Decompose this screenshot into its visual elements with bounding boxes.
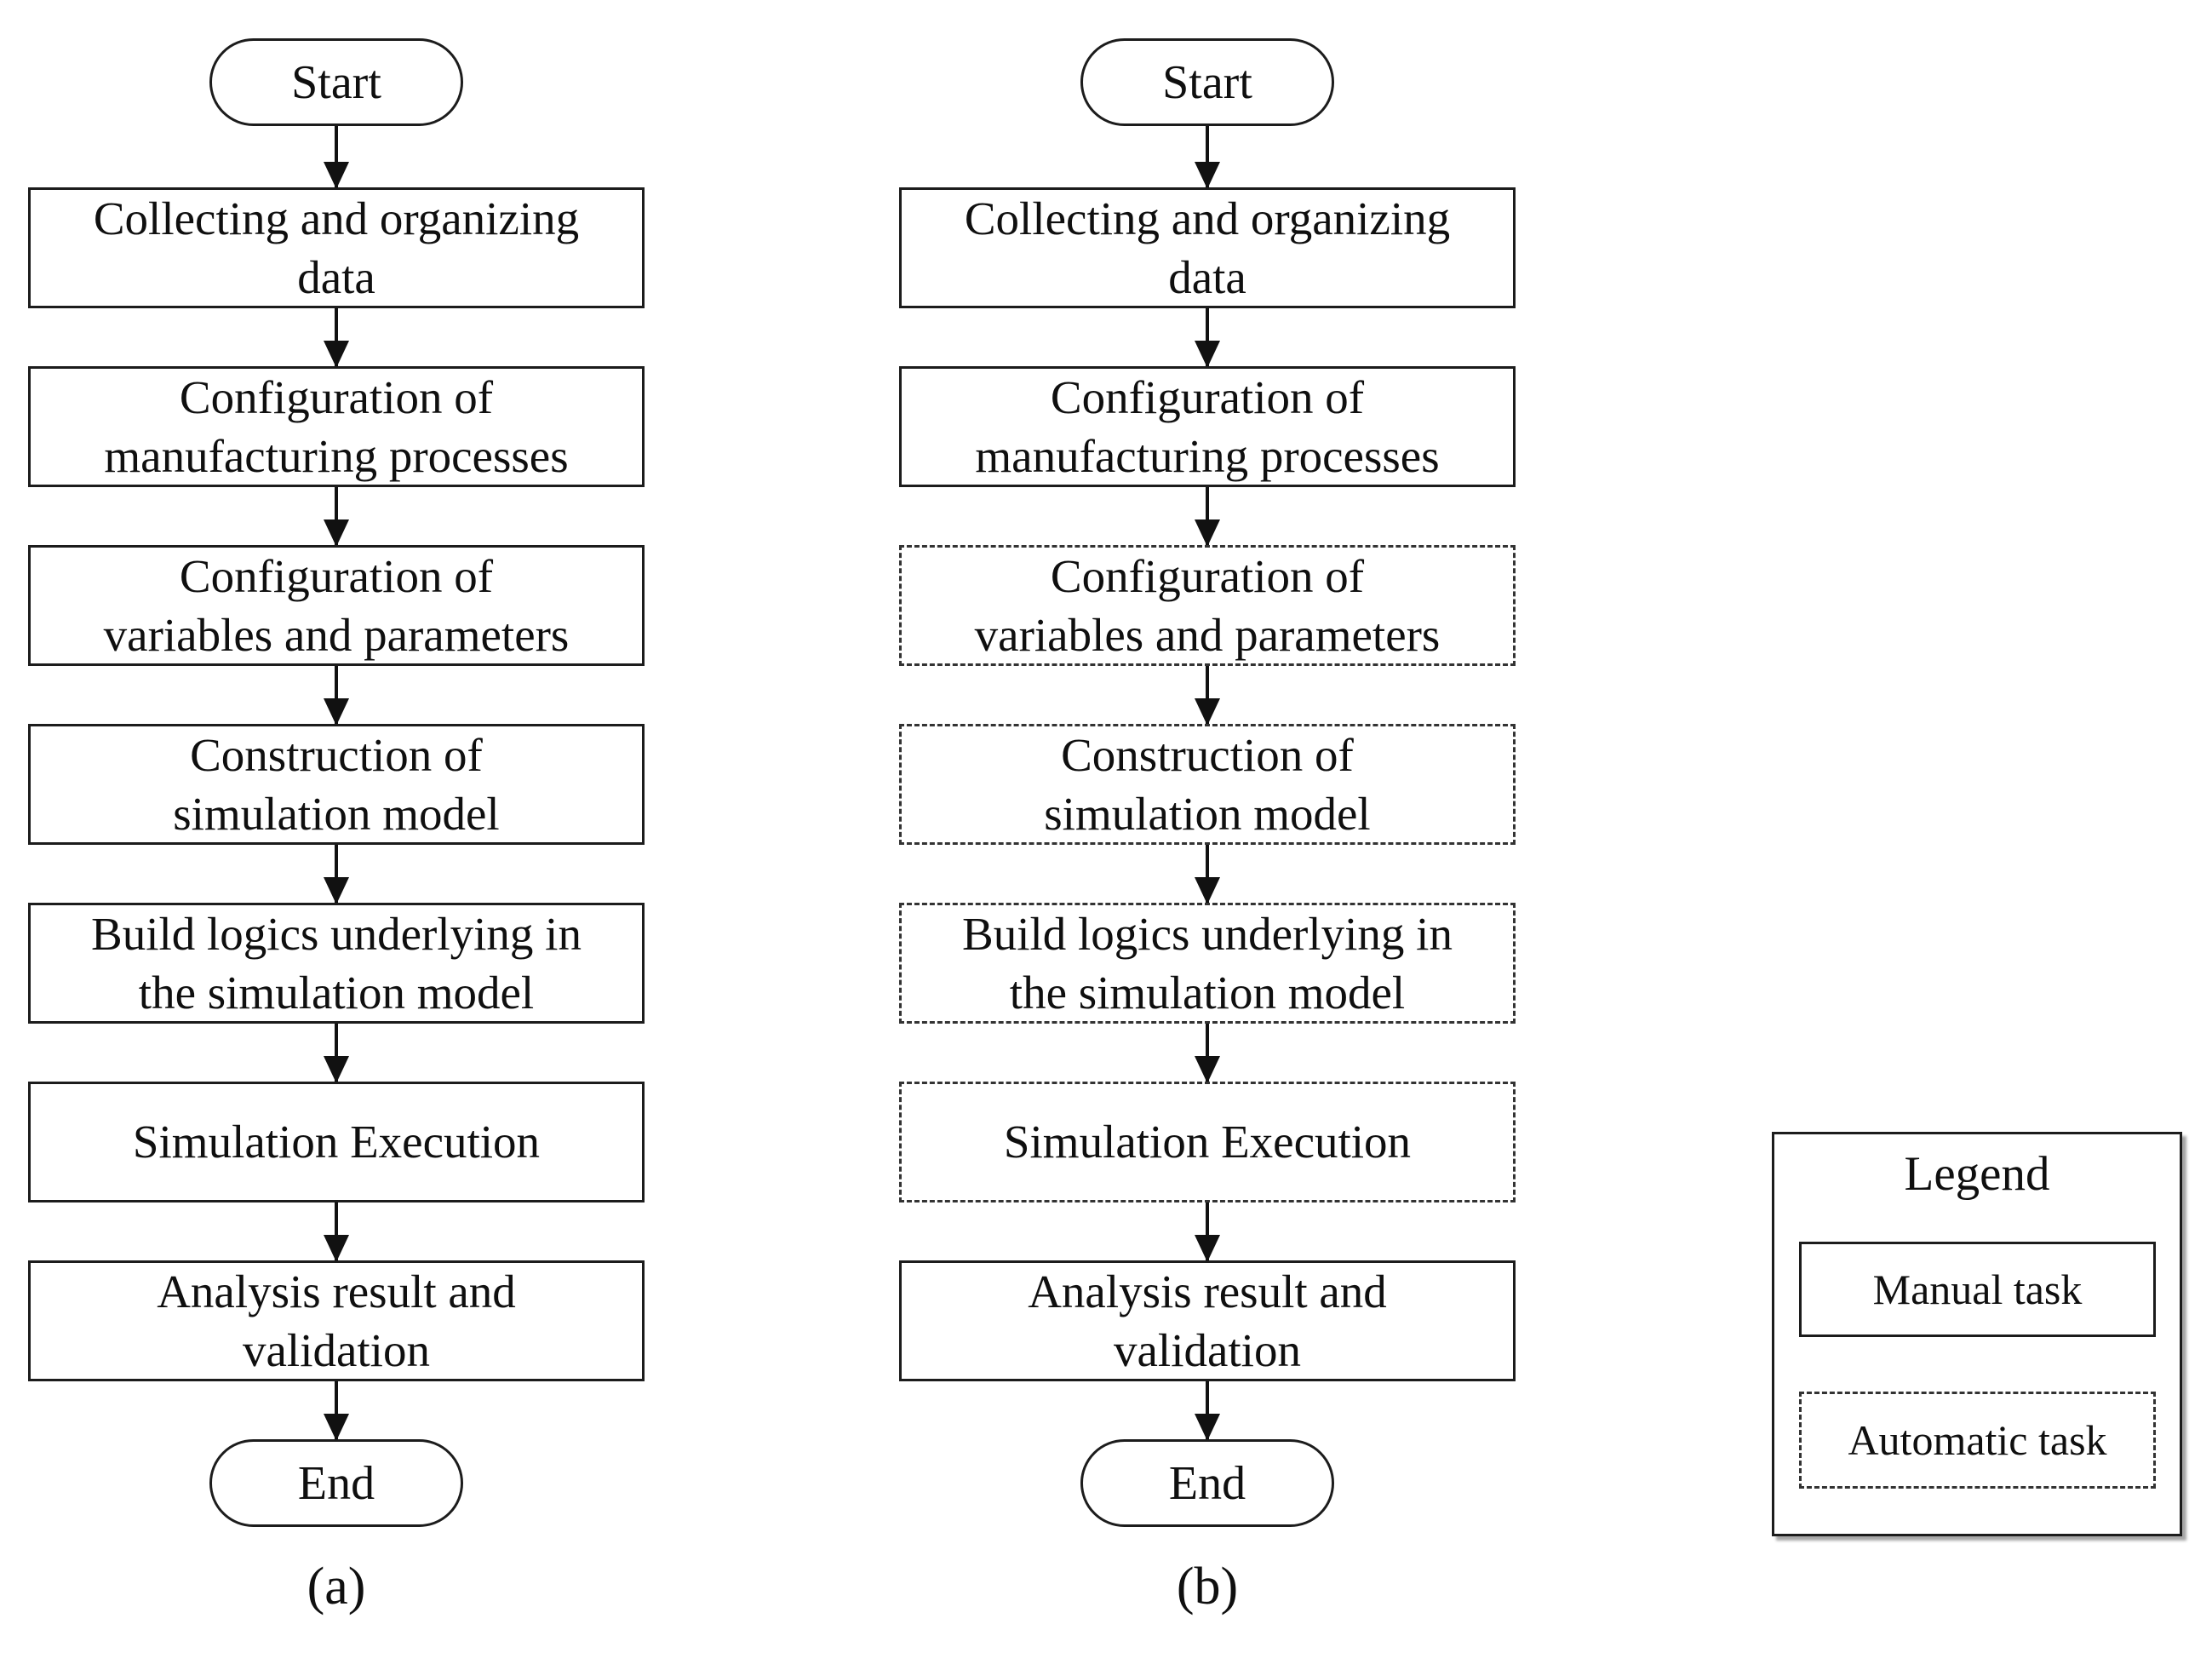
caption-b: (b) — [1176, 1558, 1239, 1616]
process-box: Construction of simulation model — [28, 724, 645, 845]
flow-arrow-down — [335, 487, 338, 545]
process-box: Construction of simulation model — [899, 724, 1516, 845]
caption-a: (a) — [307, 1558, 366, 1616]
flow-arrow-down — [1206, 126, 1209, 187]
end-node: End — [209, 1439, 463, 1527]
flow-arrow-down — [335, 845, 338, 903]
flow-arrow-down — [1206, 845, 1209, 903]
flow-arrow-down — [335, 1202, 338, 1260]
start-node: Start — [209, 38, 463, 126]
process-box: Collecting and organizing data — [899, 187, 1516, 308]
process-box: Collecting and organizing data — [28, 187, 645, 308]
flow-arrow-down — [1206, 1202, 1209, 1260]
legend-title: Legend — [1904, 1147, 2050, 1201]
flow-arrow-down — [1206, 1024, 1209, 1082]
process-box: Configuration of manufacturing processes — [28, 366, 645, 487]
process-box: Configuration of variables and parameter… — [28, 545, 645, 666]
flow-arrow-down — [335, 308, 338, 366]
legend-item-automatic: Automatic task — [1799, 1392, 2156, 1489]
flow-arrow-down — [1206, 1381, 1209, 1439]
start-node: Start — [1080, 38, 1334, 126]
end-node: End — [1080, 1439, 1334, 1527]
flow-arrow-down — [1206, 487, 1209, 545]
flow-arrow-down — [335, 1024, 338, 1082]
process-box: Build logics underlying in the simulatio… — [28, 903, 645, 1024]
process-box: Simulation Execution — [899, 1082, 1516, 1202]
legend-box: Legend Manual task Automatic task — [1772, 1132, 2182, 1536]
flow-arrow-down — [1206, 308, 1209, 366]
flow-arrow-down — [335, 1381, 338, 1439]
process-box: Analysis result and validation — [28, 1260, 645, 1381]
legend-item-manual: Manual task — [1799, 1242, 2156, 1337]
process-box: Analysis result and validation — [899, 1260, 1516, 1381]
process-box: Build logics underlying in the simulatio… — [899, 903, 1516, 1024]
flow-arrow-down — [335, 666, 338, 724]
process-box: Configuration of manufacturing processes — [899, 366, 1516, 487]
process-box: Configuration of variables and parameter… — [899, 545, 1516, 666]
flow-arrow-down — [1206, 666, 1209, 724]
flow-arrow-down — [335, 126, 338, 187]
process-box: Simulation Execution — [28, 1082, 645, 1202]
